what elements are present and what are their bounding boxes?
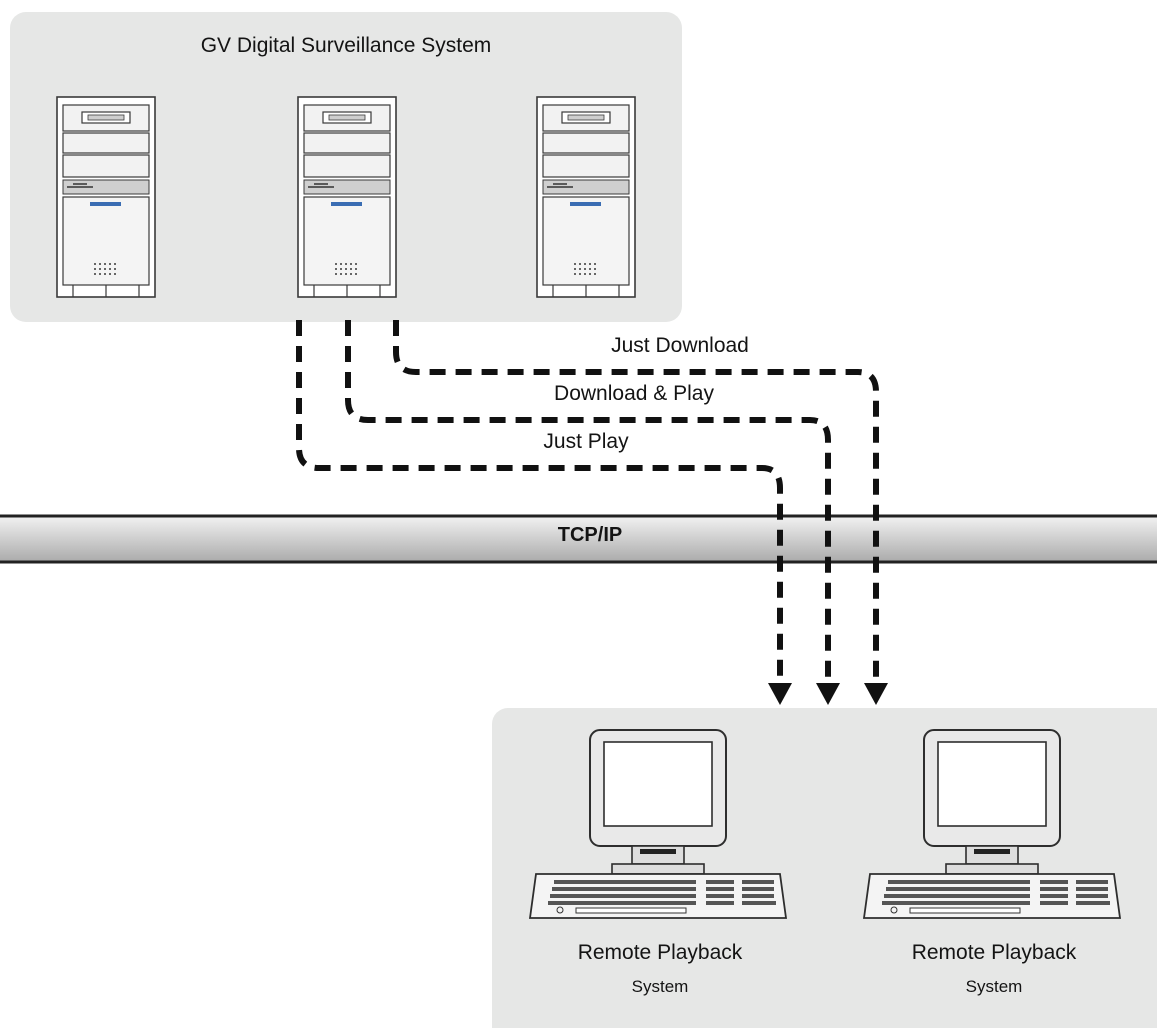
- server-tower-icon: [297, 96, 397, 298]
- network-label: TCP/IP: [557, 524, 623, 546]
- connection-label-download-play: Download & Play: [554, 382, 714, 405]
- desktop-computer-icon: [529, 729, 787, 919]
- connection-label-just-download: Just Download: [611, 334, 749, 357]
- connection-label-just-play: Just Play: [543, 430, 629, 453]
- system-title: GV Digital Surveillance System: [200, 34, 492, 57]
- tcp-ip-network-bar: [0, 514, 1157, 564]
- desktop-computer-icon: [863, 729, 1121, 919]
- server-tower-icon: [536, 96, 636, 298]
- workstation-subtitle: System: [631, 977, 689, 996]
- just-play-path: [296, 320, 783, 686]
- workstation-subtitle: System: [965, 977, 1023, 996]
- arrow-down-icon: [864, 683, 888, 705]
- arrow-down-icon: [816, 683, 840, 705]
- download-and-play-path: [345, 320, 831, 686]
- workstation-title: Remote Playback: [577, 941, 743, 964]
- workstation-title: Remote Playback: [911, 941, 1077, 964]
- just-download-path: [393, 320, 879, 686]
- server-tower-icon: [56, 96, 156, 298]
- arrow-down-icon: [768, 683, 792, 705]
